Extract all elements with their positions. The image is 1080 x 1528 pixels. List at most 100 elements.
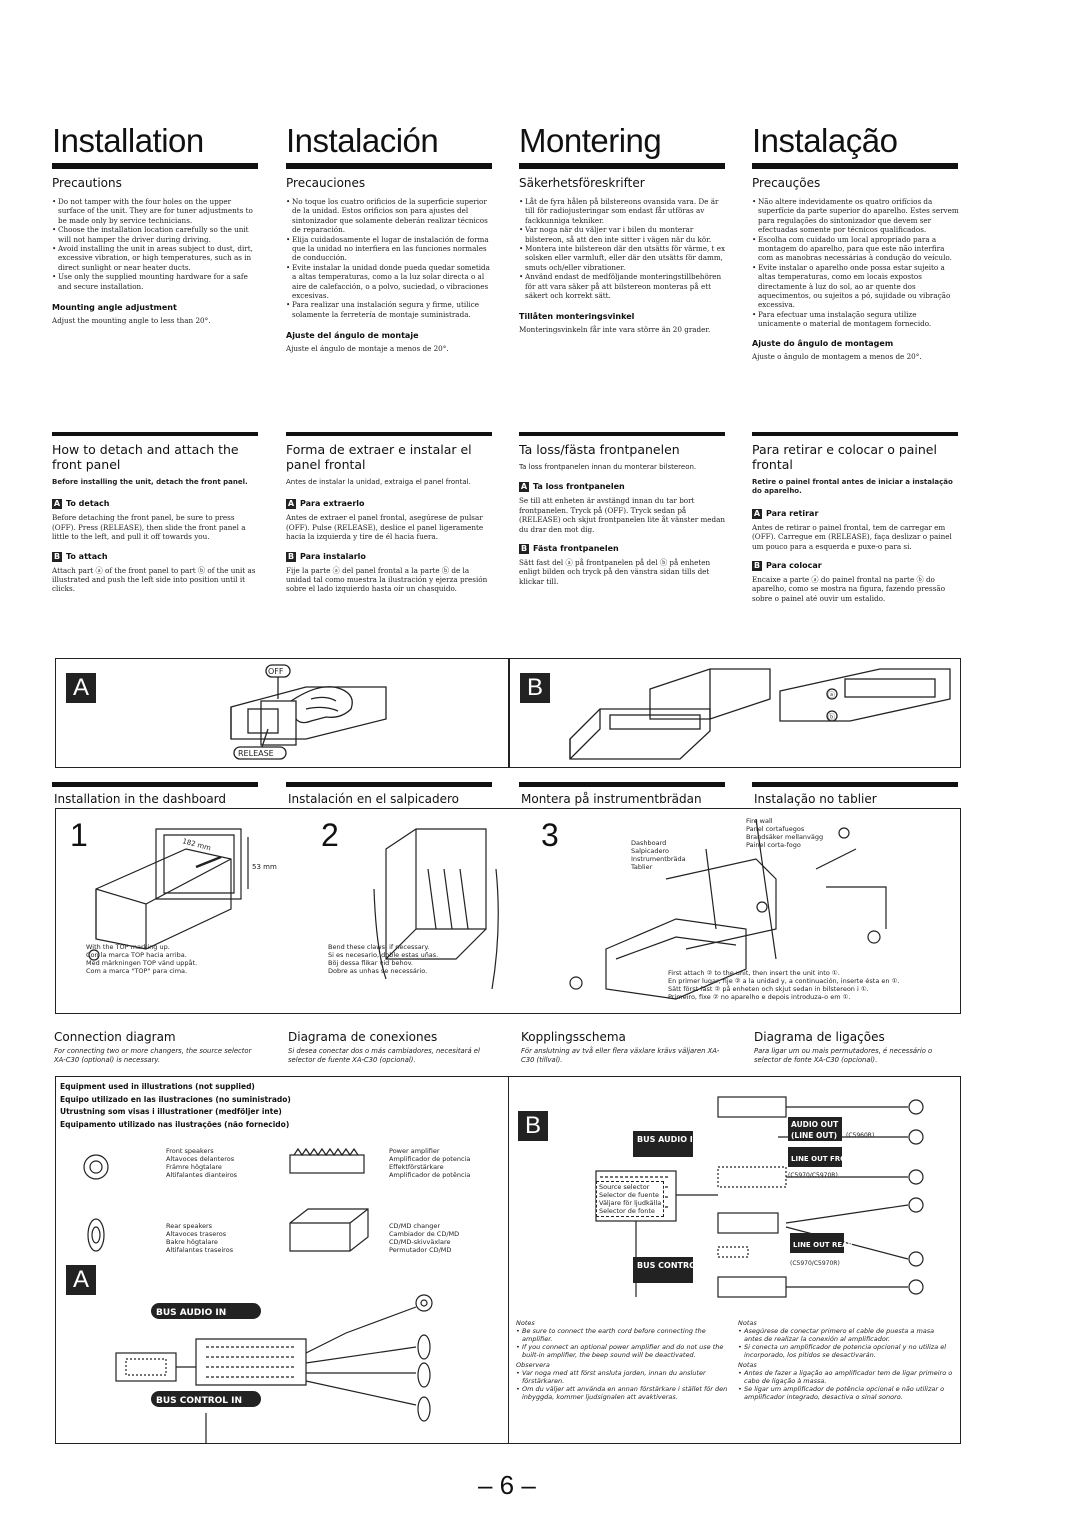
label-a-box: A	[52, 499, 62, 510]
equipment-line: Utrustning som visas i illustrationer (m…	[60, 1107, 282, 1116]
sub-title: Para retirar	[766, 508, 819, 518]
list-item: No toque los cuatro orificios de la supe…	[286, 197, 494, 235]
list-item: Choose the installation location careful…	[52, 225, 260, 244]
sub-title: Ta loss frontpanelen	[533, 482, 625, 492]
caption-line: Sätt först fast ② på enheten och skjut s…	[668, 985, 869, 993]
sub-heading: Mounting angle adjustment	[52, 303, 177, 313]
intro-text: Before installing the unit, detach the f…	[52, 478, 248, 486]
paragraph: Ajuste o ângulo de montagem a menos de 2…	[752, 351, 922, 361]
label-line: Rear speakers	[166, 1222, 213, 1230]
list-item: Do not tamper with the four holes on the…	[52, 197, 260, 225]
list-item: Evite instalar o aparelho onde possa est…	[752, 263, 960, 310]
connection-en: Connection diagram For connecting two or…	[54, 1030, 260, 1064]
title-rule	[286, 163, 492, 169]
sub-heading: A Para retirar	[752, 508, 960, 519]
intro-text: Antes de instalar la unidad, extraiga el…	[286, 478, 471, 486]
precautions-pt: Precauções Não altere indevidamente os q…	[752, 176, 960, 361]
section-rule	[52, 432, 258, 436]
notes-title: Observera	[516, 1361, 550, 1369]
step2-caption: Bend these claws, if necessary. Si es ne…	[328, 943, 438, 975]
list-item: Escolha com cuidado um local apropriado …	[752, 235, 960, 263]
dashboard-figure: 1 2 3	[55, 808, 961, 1014]
caption-line: Med märkningen TOP vänd uppåt.	[86, 959, 198, 967]
title-instalacao: Instalação	[752, 122, 898, 159]
list-item: Evite instalar la unidad donde pueda que…	[286, 263, 494, 301]
paragraph: Antes de retirar o painel frontal, tem d…	[752, 522, 952, 551]
section-rule	[286, 782, 492, 787]
label-line: Front speakers	[166, 1147, 214, 1155]
caption-line: Con la marca TOP hacia arriba.	[86, 951, 187, 959]
notes-title: Notas	[738, 1361, 757, 1369]
paragraph: For connecting two or more changers, the…	[54, 1047, 252, 1064]
section-heading: Forma de extraer e instalar el panel fro…	[286, 442, 472, 472]
section-heading: Precauções	[752, 176, 821, 190]
figure-letter-a: A	[66, 673, 96, 703]
paragraph: Se till att enheten är avstängd innan du…	[519, 496, 726, 534]
detach-es: Forma de extraer e instalar el panel fro…	[286, 442, 494, 594]
line-out-paren-label: (LINE OUT)	[791, 1131, 837, 1140]
step3-caption: First attach ② to the unit, then insert …	[668, 969, 899, 1001]
precautions-es: Precauciones No toque los cuatro orifici…	[286, 176, 494, 354]
section-heading: Diagrama de conexiones	[288, 1030, 438, 1044]
release-label: RELEASE	[238, 749, 274, 758]
section-heading: Precauciones	[286, 176, 366, 190]
label-line: Selector de fonte	[599, 1207, 655, 1215]
title-installation: Installation	[52, 122, 204, 159]
paragraph: Antes de extraer el panel frontal, asegú…	[286, 513, 484, 542]
figure-a-panel: A OFF RELEASE	[55, 658, 509, 768]
label-line: CD/MD changer	[389, 1222, 441, 1230]
section-heading: Diagrama de ligações	[754, 1030, 885, 1044]
title-rule	[52, 163, 258, 169]
section-rule	[52, 782, 258, 787]
list-item: Använd endast de medföljande monteringst…	[519, 272, 727, 300]
notes-title: Notes	[516, 1319, 535, 1327]
label-line: Effektförstärkare	[389, 1163, 444, 1171]
equipment-line: Equipment used in illustrations (not sup…	[60, 1082, 255, 1091]
section-heading: Precautions	[52, 176, 122, 190]
intro-text: Retire o painel frontal antes de iniciar…	[752, 478, 953, 496]
equipment-line: Equipamento utilizado nas ilustrações (n…	[60, 1119, 290, 1129]
section-heading: Para retirar e colocar o painel frontal	[752, 442, 937, 472]
label-line: Altavoces traseros	[166, 1230, 227, 1238]
model-label: (C5970/C5970R)	[790, 1260, 840, 1267]
dimension-53: 53 mm	[252, 863, 277, 871]
detach-illustration: OFF RELEASE	[230, 664, 387, 760]
paragraph: Si desea conectar dos o más cambiadores,…	[288, 1047, 480, 1064]
paragraph: För anslutning av två eller flera växlar…	[521, 1047, 720, 1064]
label-line: Amplificador de potência	[389, 1171, 471, 1179]
title-rule	[752, 163, 958, 169]
connection-pt: Diagrama de ligações Para ligar um ou ma…	[754, 1030, 960, 1064]
label-a-box: A	[752, 508, 762, 519]
precautions-sv: Säkerhetsföreskrifter Låt de fyra hålen …	[519, 176, 727, 335]
figure-letter-a: A	[66, 1265, 96, 1295]
off-label: OFF	[268, 667, 284, 676]
bus-control-in-label: BUS CONTROL IN	[156, 1396, 242, 1406]
section-heading: Ta loss/fästa frontpanelen	[519, 442, 680, 457]
list-item: Låt de fyra hålen på bilstereons ovansid…	[519, 197, 727, 225]
list-item: Para efectuar uma instalação segura util…	[752, 310, 960, 329]
label-line: Dashboard	[631, 839, 667, 847]
sub-title: Para colocar	[766, 561, 822, 571]
title-rule	[519, 163, 725, 169]
label-line: Selector de fuente	[599, 1191, 660, 1199]
section-rule	[519, 432, 725, 436]
step-number-1: 1	[70, 817, 88, 853]
label-line: Salpicadero	[631, 847, 670, 855]
step-number-2: 2	[321, 817, 339, 853]
sub-title: Fästa frontpanelen	[533, 544, 619, 554]
precautions-en: Precautions Do not tamper with the four …	[52, 176, 260, 325]
label-line: Tablier	[631, 863, 653, 871]
note-item: Si conecta un amplificador de potencia o…	[738, 1343, 953, 1359]
figure-letter-b: B	[520, 673, 550, 703]
list-item: Para realizar una instalación segura y f…	[286, 300, 494, 319]
note-item: Var noga med att först ansluta jorden, i…	[516, 1369, 731, 1385]
sub-title: To detach	[66, 499, 110, 509]
label-line: Väljare för ljudkälla	[599, 1199, 662, 1207]
label-a-box: A	[519, 482, 529, 493]
list-item: Use only the supplied mounting hardware …	[52, 272, 260, 291]
label-line: Panel cortafuegos	[746, 825, 805, 833]
notes-es-pt: Notas Asegúrese de conectar primero el c…	[738, 1319, 953, 1401]
